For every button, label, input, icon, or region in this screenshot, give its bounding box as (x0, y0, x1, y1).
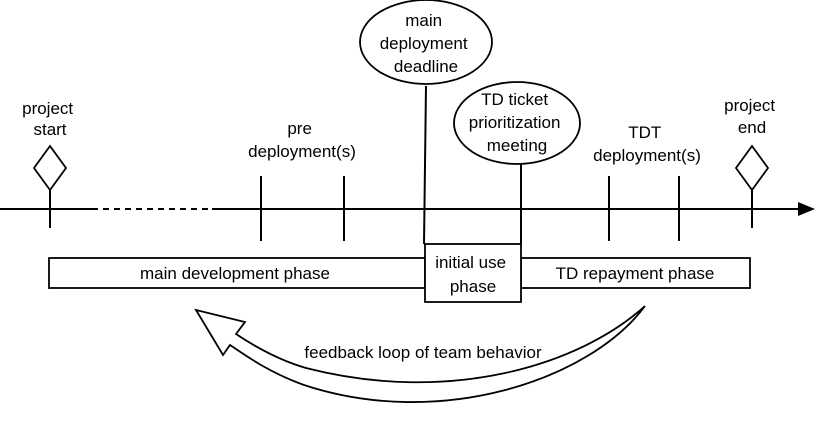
pre-deployment-label: pre deployment(s) (248, 119, 356, 161)
initial-use-phase-box (424, 243, 522, 303)
main-deadline-label: main deployment deadline (380, 11, 473, 76)
td-repayment-phase-box (520, 257, 751, 289)
main-development-phase-label: main development phase (140, 264, 330, 283)
main-deadline-callout (359, 0, 493, 85)
project-start-label: project start (22, 99, 78, 139)
td-meeting-callout (453, 81, 581, 165)
project-end-label: project end (724, 96, 780, 137)
project-end-marker (734, 144, 770, 228)
feedback-loop-arrow-icon (194, 305, 646, 403)
project-start-diamond-icon (32, 144, 68, 192)
timeline-arrowhead (798, 202, 815, 216)
td-repayment-phase-label: TD repayment phase (556, 264, 715, 283)
pre-deployment-ticks (260, 176, 345, 241)
initial-use-phase-label: initial use phase (435, 253, 511, 296)
project-start-marker (32, 144, 68, 228)
td-meeting-label: TD ticket prioritization meeting (469, 90, 565, 155)
main-deadline-line (423, 85, 427, 245)
feedback-loop-label: feedback loop of team behavior (304, 343, 542, 362)
tdt-deployment-ticks (608, 176, 680, 241)
project-end-diamond-icon (734, 144, 770, 192)
tdt-deployment-label: TDT deployment(s) (593, 123, 701, 165)
